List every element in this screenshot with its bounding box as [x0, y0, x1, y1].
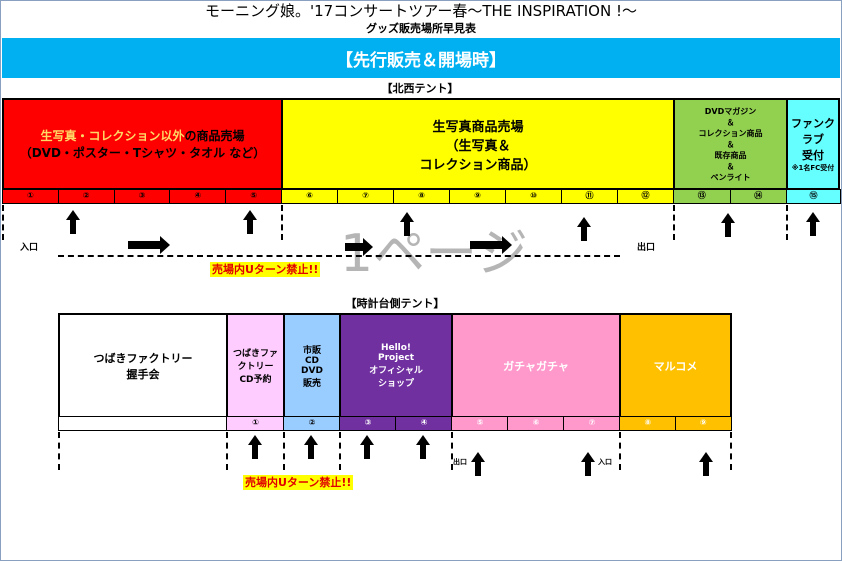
booth-number: ⑨ [449, 189, 506, 204]
booth-number: ⑤ [451, 416, 509, 431]
clock-entrance-label: 入口 [598, 458, 612, 466]
arrow-right-icon [128, 236, 170, 254]
clock-section: つばきファ クトリー CD予約 [226, 313, 285, 418]
booth-number: ⑦ [563, 416, 621, 431]
booth-number: ② [283, 416, 341, 431]
clock-section: 市販 CD DVD 販売 [283, 313, 341, 418]
north-section-photos: 生写真商品売場 （生写真＆ コレクション商品） [281, 98, 675, 190]
north-warning: 売場内Uターン禁止!! [210, 262, 321, 277]
divider [226, 432, 228, 470]
divider [2, 205, 4, 240]
booth-number: ② [57, 189, 115, 204]
north-entrance-label: 入口 [20, 243, 39, 253]
booth-number: ④ [169, 189, 227, 204]
divider [673, 205, 675, 240]
divider [58, 432, 60, 470]
page-title: モーニング娘。'17コンサートツアー春〜THE INSPIRATION !〜 [205, 2, 637, 20]
booth-number: ⑨ [674, 416, 732, 431]
booth-number: ① [2, 189, 59, 204]
arrow-right-icon [345, 238, 373, 256]
booth-number: ③ [339, 416, 397, 431]
divider [619, 432, 621, 470]
clock-section: つばきファクトリー 握手会 [58, 313, 228, 418]
north-section-dvd: DVDマガジン ＆ コレクション商品 ＆ 既存商品 ＆ ペンライト [673, 98, 788, 190]
booth-number: ③ [113, 189, 171, 204]
booth-number: ⑮ [786, 189, 841, 204]
arrow-right-icon [470, 236, 512, 254]
clock-section: マルコメ [619, 313, 732, 418]
clock-exit-label: 出口 [453, 458, 467, 466]
divider [339, 432, 341, 470]
divider [283, 432, 285, 470]
booth-number: ⑪ [561, 189, 618, 204]
clock-tent-label: 【時計台側テント】 [345, 297, 445, 310]
clock-section: Hello! Project オフィシャル ショップ [339, 313, 453, 418]
booth-number: ⑥ [507, 416, 565, 431]
booth-number: ① [226, 416, 285, 431]
booth-number: ⑤ [225, 189, 282, 204]
goods-text: の商品売場 （DVD・ポスター・Tシャツ・タオル など） [19, 129, 266, 160]
divider [730, 432, 732, 470]
banner: 【先行販売＆開場時】 [2, 38, 840, 78]
booth-number: ⑫ [617, 189, 674, 204]
clock-warning: 売場内Uターン禁止!! [243, 475, 354, 490]
booth-number: ⑭ [729, 189, 787, 204]
page-subtitle: グッズ販売場所早見表 [366, 22, 476, 35]
booth-number: ⑥ [281, 189, 338, 204]
booth-number: ④ [395, 416, 453, 431]
north-tent-label: 【北西テント】 [381, 82, 459, 95]
north-exit-label: 出口 [637, 243, 656, 253]
goods-highlight: 生写真・コレクション以外 [40, 129, 185, 143]
clock-section: ガチャガチャ [451, 313, 621, 418]
north-section-fanclub: ファンクラブ 受付 ※1名FC受付 [786, 98, 840, 190]
booth-number: ⑧ [619, 416, 677, 431]
booth-number: ⑩ [505, 189, 562, 204]
divider [451, 432, 453, 470]
divider [786, 205, 788, 240]
booth-number: ⑦ [337, 189, 394, 204]
booth-number [58, 416, 228, 431]
fanclub-note: ※1名FC受付 [791, 164, 835, 172]
north-section-goods: 生写真・コレクション以外の商品売場 （DVD・ポスター・Tシャツ・タオル など） [2, 98, 283, 190]
booth-number: ⑧ [393, 189, 450, 204]
booth-number: ⑬ [673, 189, 731, 204]
fanclub-text: ファンクラブ 受付 [791, 117, 835, 162]
route-line [58, 255, 620, 257]
divider [281, 205, 283, 240]
